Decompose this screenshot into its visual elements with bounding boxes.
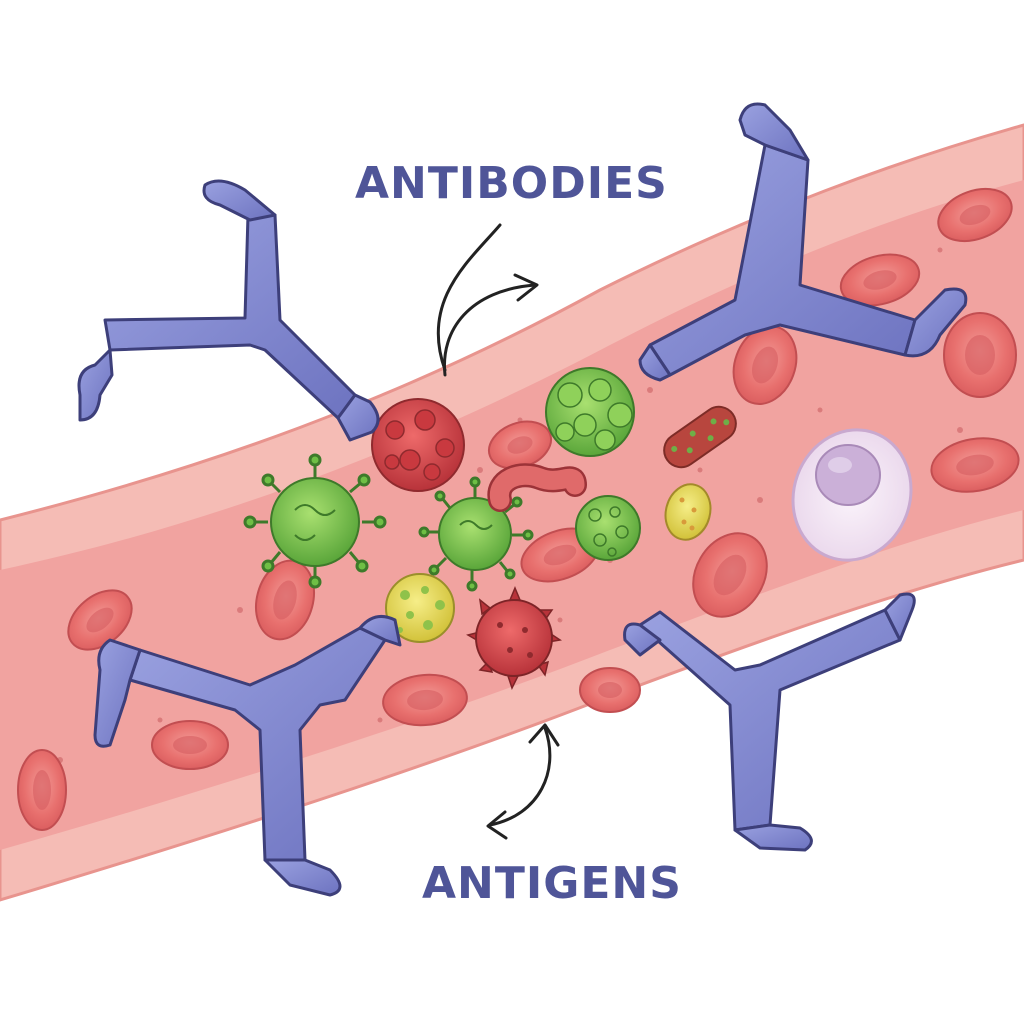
virus-icon: [418, 476, 534, 592]
antigens-group: [243, 367, 737, 690]
red-blood-cells: [17, 187, 1020, 831]
red-blood-cell-icon: [67, 589, 133, 651]
arrow-icon: [488, 726, 552, 827]
red-blood-cell-icon: [839, 253, 921, 307]
red-blood-cell-icon: [17, 749, 67, 831]
virus-icon: [243, 453, 387, 589]
red-blood-cell-icon: [382, 673, 468, 727]
antibody-y-icon: [638, 102, 968, 382]
arrow-antigens: [486, 723, 560, 840]
red-blood-cell-icon: [930, 437, 1020, 493]
red-blood-cell-icon: [151, 720, 229, 770]
red-blood-cell-icon: [692, 532, 768, 618]
antibodies-label: ANTIBODIES: [355, 158, 668, 209]
antibody-y-icon: [93, 614, 402, 897]
antibody-y-icon: [623, 592, 916, 852]
red-blood-cell-icon: [937, 187, 1013, 243]
bacterium-icon: [663, 405, 737, 469]
antigen-chain-icon: [487, 463, 587, 512]
red-blood-cell-icon: [732, 325, 798, 405]
red-blood-cell-icon: [579, 667, 641, 713]
antigen-yellow-spotted-icon: [385, 573, 455, 643]
antibody-y-icon: [77, 179, 380, 442]
antibodies-group: [77, 102, 968, 897]
red-blood-cell-icon: [943, 312, 1017, 398]
antigen-green-cluster-icon: [545, 367, 635, 457]
antigen-yellow-oval-icon: [664, 483, 712, 541]
antigen-red-spiky-icon: [466, 586, 562, 690]
red-blood-cell-icon: [255, 559, 315, 641]
antigen-green-sphere-icon: [575, 495, 641, 561]
white-blood-cell-icon: [791, 428, 913, 562]
antigens-label: ANTIGENS: [422, 858, 682, 909]
arrow-antibodies: [436, 223, 539, 377]
antigen-red-cluster-icon: [371, 398, 465, 492]
